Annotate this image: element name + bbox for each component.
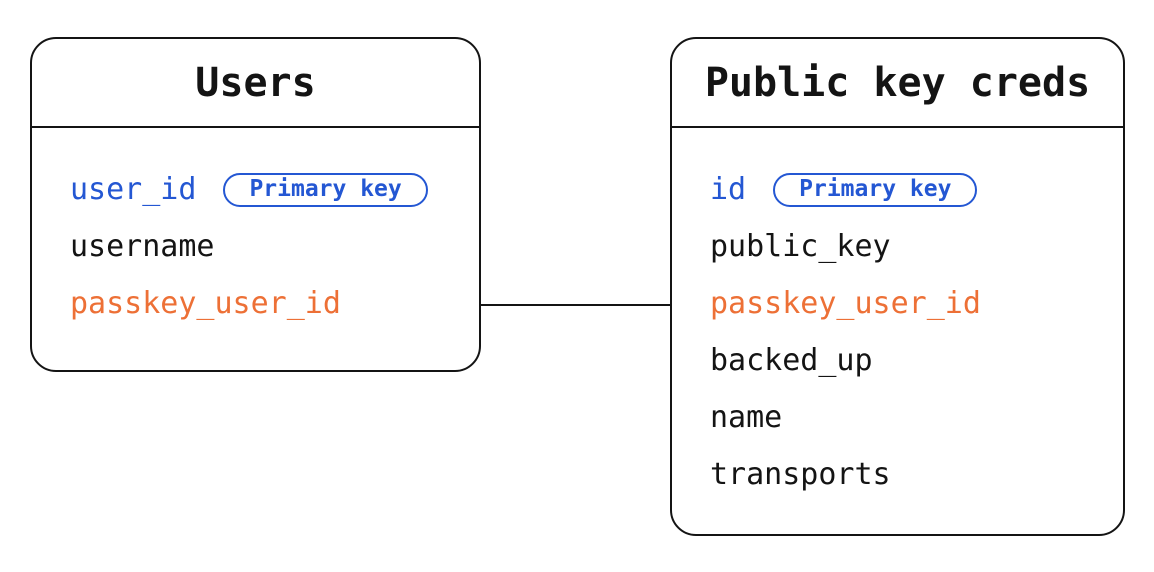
field-backed-up: backed_up <box>672 332 1123 389</box>
table-public-key-creds-header: Public key creds <box>672 39 1123 128</box>
field-name: passkey_user_id <box>710 286 981 321</box>
field-transports: transports <box>672 446 1123 503</box>
field-name: username <box>70 229 215 264</box>
field-name: passkey_user_id <box>70 286 341 321</box>
field-name-field: name <box>672 389 1123 446</box>
field-id: id Primary key <box>672 161 1123 218</box>
field-name: backed_up <box>710 343 873 378</box>
field-public-key: public_key <box>672 218 1123 275</box>
primary-key-badge: Primary key <box>773 172 978 207</box>
field-username: username <box>32 218 479 275</box>
field-name: name <box>710 400 783 435</box>
table-users-rows: user_id Primary key username passkey_use… <box>32 128 479 332</box>
field-name: user_id <box>70 172 197 207</box>
table-title: Public key creds <box>704 59 1091 106</box>
table-public-key-creds-rows: id Primary key public_key passkey_user_i… <box>672 128 1123 503</box>
primary-key-badge: Primary key <box>223 172 428 207</box>
table-public-key-creds: Public key creds id Primary key public_k… <box>670 37 1125 536</box>
relationship-line <box>479 304 672 306</box>
field-user-id: user_id Primary key <box>32 161 479 218</box>
field-name: transports <box>710 457 891 492</box>
field-passkey-user-id: passkey_user_id <box>32 275 479 332</box>
table-users-header: Users <box>32 39 479 128</box>
field-name: id <box>710 172 747 207</box>
table-users: Users user_id Primary key username passk… <box>30 37 481 372</box>
field-name: public_key <box>710 229 891 264</box>
table-title: Users <box>195 59 316 106</box>
field-passkey-user-id: passkey_user_id <box>672 275 1123 332</box>
